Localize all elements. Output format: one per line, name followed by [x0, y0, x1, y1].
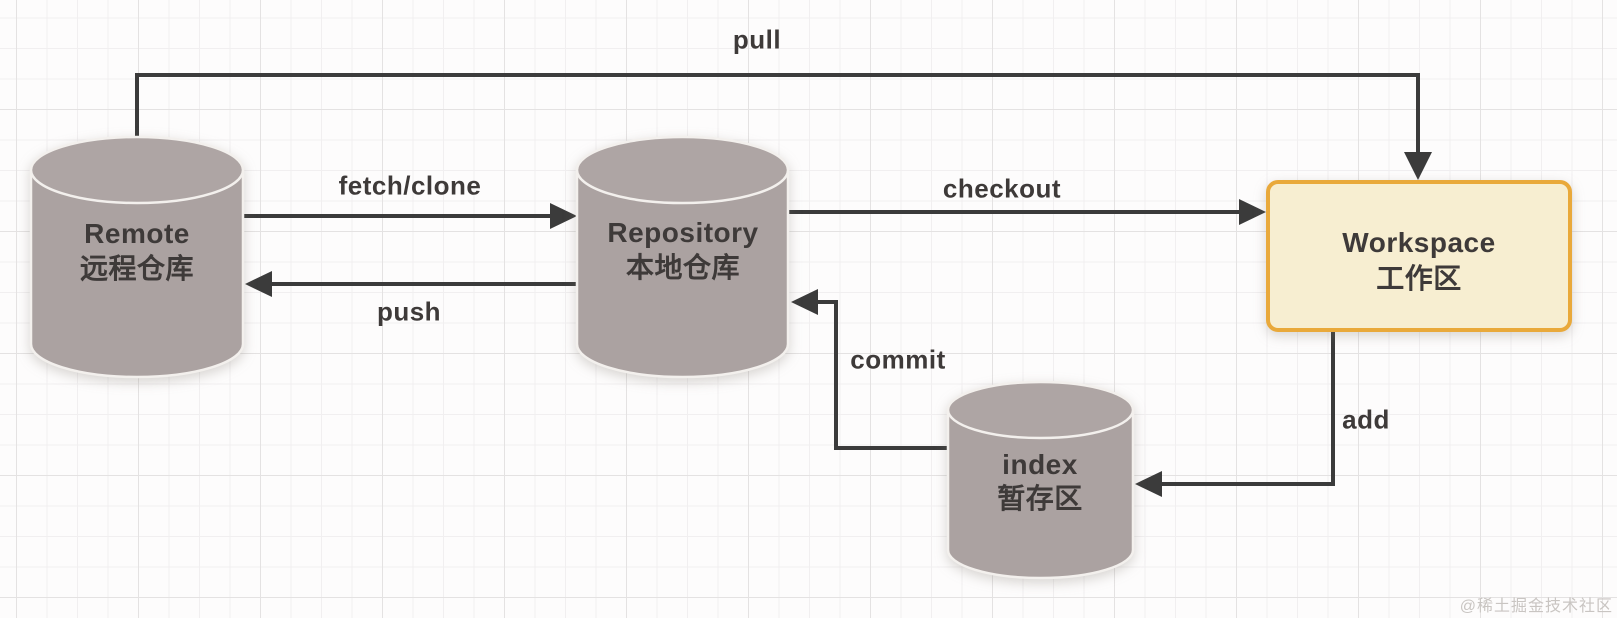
index-cylinder-body: [946, 408, 1135, 580]
edge-commit-arrowhead-icon: [791, 289, 818, 315]
edge-fetch-arrowhead-icon: [550, 203, 577, 229]
edge-checkout-arrow: [788, 199, 1266, 225]
index-label-zh: 暂存区: [997, 483, 1083, 514]
remote-label-en: Remote: [84, 218, 190, 249]
node-repository-cylinder: [575, 135, 790, 379]
edge-label-pull: pull: [732, 24, 782, 55]
index-cylinder-top: [946, 380, 1135, 440]
remote-label-zh: 远程仓库: [79, 253, 195, 284]
edge-pull-line: [135, 73, 1420, 152]
watermark-text: @稀土掘金技术社区: [1459, 598, 1613, 615]
edge-add-arrowhead-icon: [1135, 471, 1162, 497]
edge-fetch-arrow: [243, 203, 577, 229]
edge-label-push: push: [376, 296, 442, 327]
edge-add-arrow: [1135, 332, 1335, 497]
repository-label-zh: 本地仓库: [625, 252, 741, 283]
repository-cylinder-top: [575, 135, 790, 205]
edge-add-line: [1159, 332, 1335, 486]
edge-push-arrow: [245, 271, 577, 297]
nodes-layer: [29, 135, 1572, 580]
edge-push-arrowhead-icon: [245, 271, 272, 297]
index-label-en: index: [1002, 449, 1078, 480]
node-remote-cylinder: [29, 135, 245, 379]
edge-pull-arrow: [135, 73, 1432, 180]
edge-commit-line: [816, 300, 948, 450]
workspace-label-en: Workspace: [1342, 227, 1496, 258]
remote-cylinder-body: [29, 168, 245, 379]
edge-pull-arrowhead-icon: [1404, 152, 1432, 180]
edge-commit-arrow: [791, 289, 948, 450]
edge-label-commit: commit: [850, 344, 946, 375]
edges-layer: [135, 73, 1432, 497]
remote-cylinder-top: [29, 135, 245, 205]
repository-label-en: Repository: [607, 217, 759, 248]
node-workspace-box: [1266, 180, 1572, 332]
repository-cylinder-body: [575, 168, 790, 379]
edge-label-fetch-clone: fetch/clone: [338, 170, 482, 201]
edge-checkout-arrowhead-icon: [1239, 199, 1266, 225]
edge-label-add: add: [1342, 404, 1390, 435]
edge-label-checkout: checkout: [942, 173, 1062, 204]
workspace-label-zh: 工作区: [1376, 263, 1462, 294]
node-index-cylinder: [946, 380, 1135, 580]
